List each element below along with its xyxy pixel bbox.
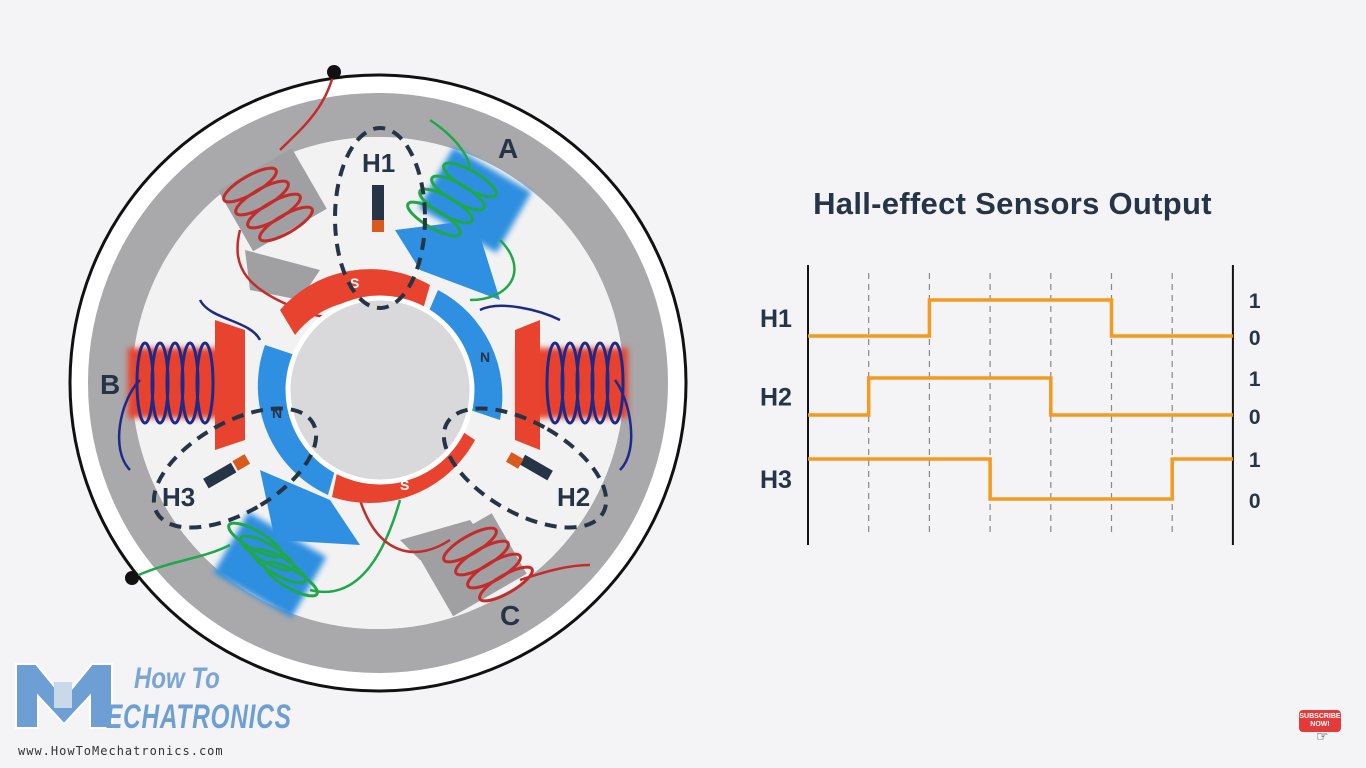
level-label-high: 1 xyxy=(1249,368,1261,391)
terminal-bottom-left xyxy=(125,571,139,585)
phase-label-a: A xyxy=(498,133,518,164)
logo-url: www.HowToMechatronics.com xyxy=(18,744,224,758)
subscribe-line1: SUBSCRIBE xyxy=(1299,713,1341,720)
hall-sensor-h2 xyxy=(441,406,609,530)
rotor xyxy=(257,269,503,503)
hand-cursor-icon: ☞ xyxy=(1316,728,1329,744)
coil-top-right xyxy=(406,161,498,238)
logo-line2: ECHATRONICS xyxy=(106,698,292,736)
chart-title: Hall-effect Sensors Output xyxy=(813,186,1212,221)
subscribe-line2: NOW! xyxy=(1310,721,1330,728)
phase-label-b: B xyxy=(100,369,120,400)
coil-top-left xyxy=(222,166,314,243)
stator-ring xyxy=(88,93,668,673)
level-label-low: 0 xyxy=(1249,406,1261,429)
stator-tooth-top-left xyxy=(218,148,327,300)
subscribe-button[interactable]: SUBSCRIBE NOW! xyxy=(1299,710,1341,732)
coil-right xyxy=(545,341,625,425)
hall-sensor-h1 xyxy=(333,126,427,310)
level-label-low: 0 xyxy=(1249,327,1261,350)
pole-label-n-right: N xyxy=(480,349,490,365)
pole-label-n-left: N xyxy=(272,405,282,421)
signal-trace-h1 xyxy=(808,298,1233,338)
pole-label-s-bottom: S xyxy=(400,477,409,493)
howtomechatronics-logo: How To ECHATRONICS www.HowToMechatronics… xyxy=(14,658,291,762)
series-label-h1: H1 xyxy=(760,305,792,333)
signal-trace-h3 xyxy=(808,457,1233,501)
m-logo-icon xyxy=(15,663,113,729)
series-label-h2: H2 xyxy=(760,384,792,412)
level-label-high: 1 xyxy=(1249,290,1261,313)
coil-bottom-left xyxy=(227,521,319,598)
hall-sensor-h3 xyxy=(151,406,319,530)
signal-trace-h2 xyxy=(808,376,1233,417)
rotor-core xyxy=(285,295,475,485)
phase-label-c: C xyxy=(500,600,520,631)
bldc-motor-diagram: S N S N H1 H2 H3 A B C xyxy=(68,65,688,693)
sensor-label-h1: H1 xyxy=(362,148,395,178)
coil-bottom-right xyxy=(442,526,534,603)
series-label-h3: H3 xyxy=(760,466,792,494)
terminal-top xyxy=(327,65,341,79)
level-label-high: 1 xyxy=(1249,449,1261,472)
logo-line1: How To xyxy=(134,662,220,695)
sensor-label-h2: H2 xyxy=(557,482,590,512)
pole-label-s-top: S xyxy=(350,275,359,291)
coil-left xyxy=(135,341,215,425)
sensor-label-h3: H3 xyxy=(162,482,195,512)
level-label-low: 0 xyxy=(1249,490,1261,513)
coils xyxy=(135,161,625,603)
